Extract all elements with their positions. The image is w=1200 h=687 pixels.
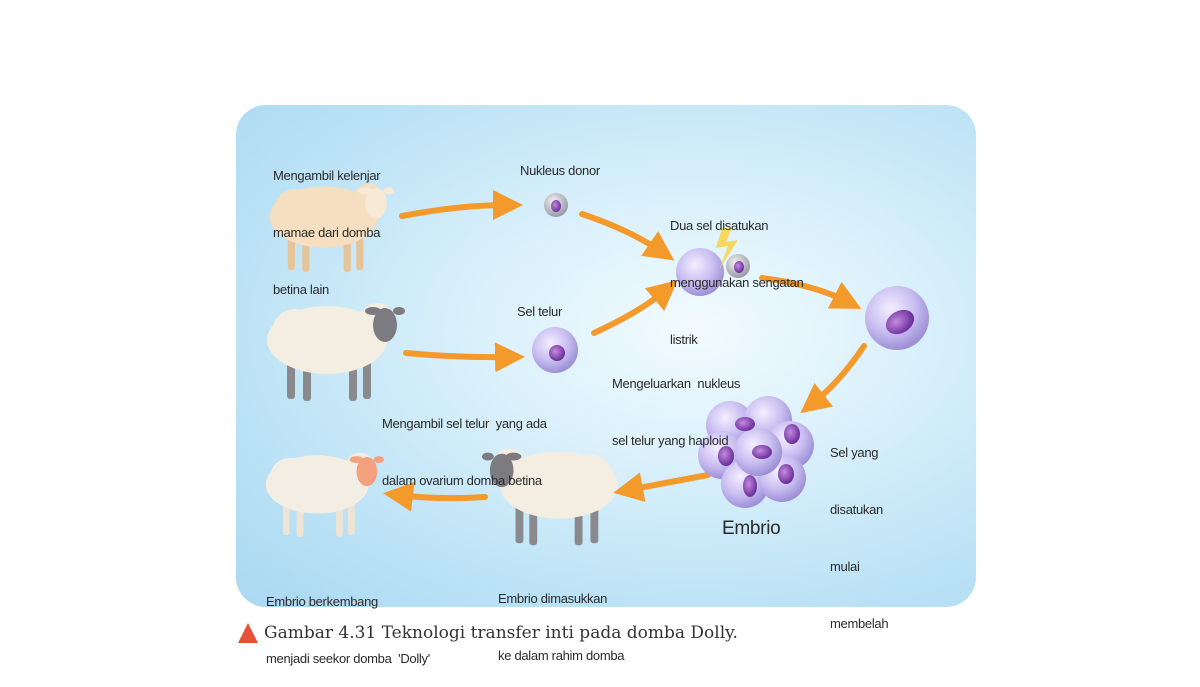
label-egg-cell: Sel telur bbox=[517, 304, 562, 319]
caption-triangle-icon bbox=[238, 623, 258, 643]
label-line: menjadi seekor domba 'Dolly' bbox=[266, 651, 430, 666]
arrow-cell-to-embryo bbox=[800, 343, 867, 414]
label-line: ke dalam rahim domba bbox=[498, 648, 625, 663]
label-line: Mengeluarkan nukleus bbox=[612, 376, 741, 391]
label-line: mamae dari domba bbox=[273, 225, 381, 240]
arrow-sheep-to-nucleus bbox=[399, 190, 523, 221]
label-embryo: Embrio bbox=[722, 518, 781, 539]
fused-cells-icon bbox=[676, 248, 750, 296]
lightning-icon bbox=[716, 228, 738, 268]
label-embryo-implanted: Embrio dimasukkan ke dalam rahim domba bbox=[498, 551, 625, 684]
label-line: dalam ovarium domba betina bbox=[382, 473, 542, 488]
arrow-nucleus-to-fusion bbox=[579, 211, 675, 261]
arrow-egg-to-fusion bbox=[591, 280, 678, 336]
label-take-egg: Mengambil sel telur yang ada dalam ovari… bbox=[382, 376, 547, 509]
fused-single-cell-icon bbox=[865, 286, 929, 350]
egg-cell-icon bbox=[532, 327, 578, 373]
arrow-fusion-to-cell bbox=[759, 275, 862, 309]
label-line: Embrio berkembang bbox=[266, 594, 378, 609]
arrow-surrogate-to-dolly bbox=[383, 481, 488, 512]
label-line: listrik bbox=[670, 332, 698, 347]
label-line: mulai bbox=[830, 559, 860, 574]
label-line: Dua sel disatukan bbox=[670, 218, 769, 233]
label-line: sel telur yang haploid bbox=[612, 433, 729, 448]
label-line: betina lain bbox=[273, 282, 329, 297]
label-donor-nucleus: Nukleus donor bbox=[520, 163, 600, 178]
label-take-mammary: Mengambil kelenjar mamae dari domba beti… bbox=[273, 128, 381, 318]
caption-text: Gambar 4.31 Teknologi transfer inti pada… bbox=[264, 623, 738, 643]
embryo-cluster-icon bbox=[698, 396, 814, 508]
label-dolly-born: Embrio berkembang menjadi seekor domba '… bbox=[266, 554, 430, 687]
arrow-embryo-to-surrogate bbox=[613, 472, 711, 502]
label-line: membelah bbox=[830, 616, 889, 631]
label-remove-nucleus: Mengeluarkan nukleus sel telur yang hapl… bbox=[612, 336, 740, 469]
nucleus-donor-cell-icon bbox=[544, 193, 568, 217]
label-cell-division: Sel yang disatukan mulai membelah bbox=[830, 405, 889, 652]
arrow-sheep-to-egg bbox=[403, 342, 525, 373]
label-line: Sel yang bbox=[830, 445, 879, 460]
label-line: Mengambil kelenjar bbox=[273, 168, 381, 183]
label-line: Embrio dimasukkan bbox=[498, 591, 608, 606]
label-line: disatukan bbox=[830, 502, 883, 517]
label-line: Mengambil sel telur yang ada bbox=[382, 416, 547, 431]
label-line: menggunakan sengatan bbox=[670, 275, 804, 290]
figure-caption: Gambar 4.31 Teknologi transfer inti pada… bbox=[238, 623, 738, 643]
label-fuse-cells: Dua sel disatukan menggunakan sengatan l… bbox=[670, 178, 804, 368]
